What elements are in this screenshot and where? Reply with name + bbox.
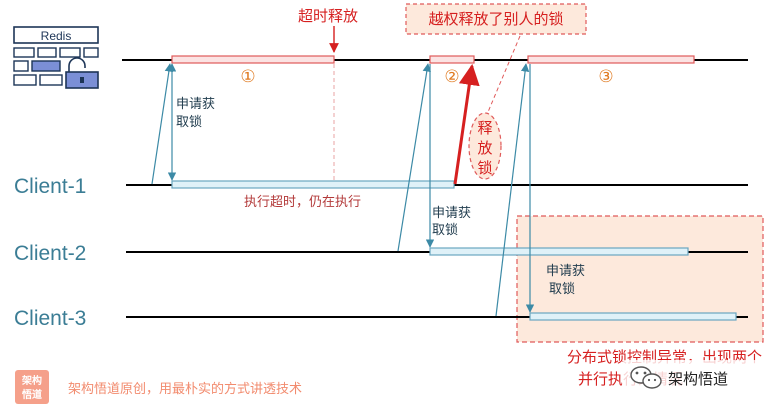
client-3-acquire-line-2: 取锁 <box>549 281 575 297</box>
overreach-callout-box <box>405 3 587 35</box>
release-lock-oval <box>468 112 502 180</box>
release-char-1: 释 <box>477 119 492 137</box>
lane-label-client-3: Client-3 <box>14 307 86 330</box>
footer-logo: 架构 悟道 <box>15 370 49 404</box>
footer-logo-line-1: 架构 <box>21 374 42 387</box>
exec-timeout-label: 执行超时，仍在执行 <box>244 195 361 210</box>
wechat-icon <box>630 366 662 389</box>
overreach-connector <box>487 35 521 113</box>
release-char-3: 锁 <box>477 159 492 177</box>
client-1-release-arrow <box>453 63 480 185</box>
marker-three: ③ <box>598 67 613 87</box>
footer-text: 架构悟道原创，用最朴实的方式讲透技术 <box>68 381 302 397</box>
marker-one: ① <box>240 67 255 87</box>
client-3-acquire-line-1: 申请获 <box>546 264 585 279</box>
wechat-watermark: 架构悟道 <box>622 360 762 396</box>
client-1-acquire-line-1: 申请获 <box>176 97 215 112</box>
client-1-request-arrow <box>151 63 174 185</box>
overreach-label: 越权释放了别人的锁 <box>428 10 563 28</box>
timeout-release-label: 超时释放 <box>298 7 358 25</box>
redis-title: Redis <box>41 29 72 43</box>
client-2-exec-bar <box>429 247 689 256</box>
client-3-exec-bar <box>529 312 737 321</box>
redis-icon: Redis <box>13 26 99 89</box>
client-1-acquire-line-2: 取锁 <box>176 114 202 130</box>
client-2-acquire-line-2: 取锁 <box>432 222 458 238</box>
release-char-2: 放 <box>477 139 492 157</box>
lock-period-3 <box>527 55 695 64</box>
watermark-text: 架构悟道 <box>668 370 728 388</box>
marker-two: ② <box>444 67 459 87</box>
client-1-exec-bar <box>171 180 455 189</box>
footer-logo-line-2: 悟道 <box>21 388 42 401</box>
anomaly-region <box>516 215 764 343</box>
client-2-acquire-line-1: 申请获 <box>432 206 471 221</box>
lock-period-1 <box>171 55 335 64</box>
lock-period-2 <box>429 55 475 64</box>
client-3-request-arrow <box>495 63 530 317</box>
lane-label-client-2: Client-2 <box>14 242 86 265</box>
lane-label-client-1: Client-1 <box>14 175 86 198</box>
client-2-request-arrow <box>397 63 431 252</box>
